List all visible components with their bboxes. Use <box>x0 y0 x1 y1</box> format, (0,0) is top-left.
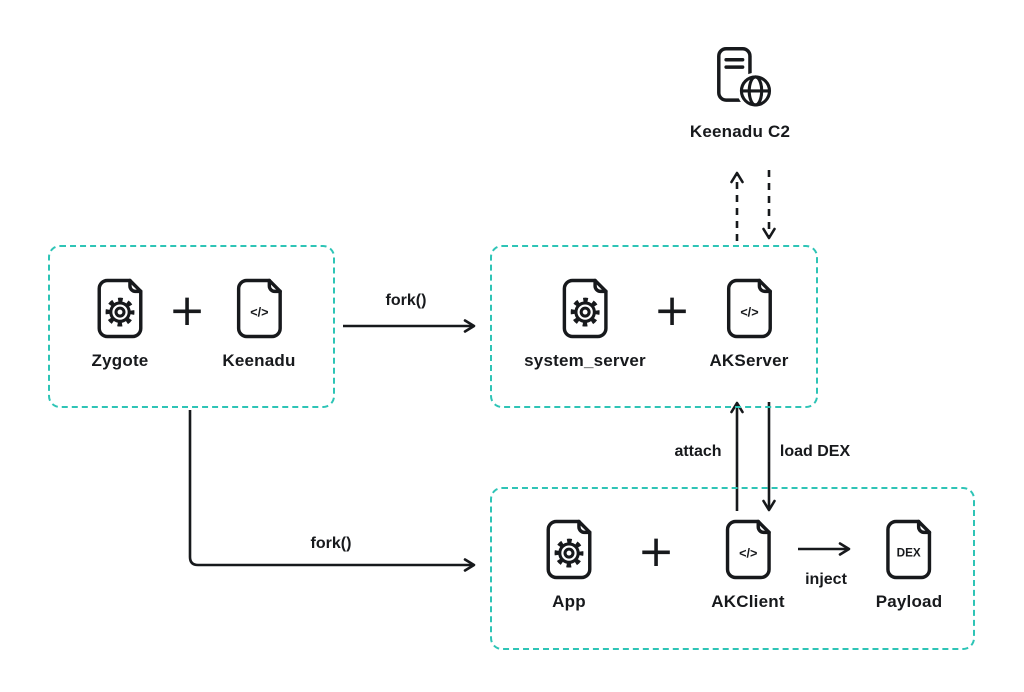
zygote-label: Zygote <box>91 351 149 370</box>
code-file-icon: </> <box>725 519 771 580</box>
server-globe-icon <box>717 47 774 110</box>
svg-text:</>: </> <box>739 547 757 561</box>
keenadu-node: </> Keenadu <box>222 276 295 371</box>
svg-text:</>: </> <box>250 306 268 320</box>
edge-label-fork-bottom: fork() <box>307 535 355 553</box>
akclient-label: AKClient <box>711 592 785 611</box>
dex-file-icon: DEX <box>886 519 932 580</box>
c2-label: Keenadu C2 <box>689 122 791 141</box>
system-server-node: system_server <box>524 276 646 371</box>
gear-file-icon <box>97 278 143 339</box>
group-box-app <box>490 487 975 650</box>
code-file-icon: </> <box>726 278 772 339</box>
edge-label-attach: attach <box>671 443 725 461</box>
akclient-node: </> AKClient <box>711 517 784 612</box>
keenadu-label: Keenadu <box>222 351 296 370</box>
plus-icon: + <box>168 285 206 336</box>
payload-label: Payload <box>875 592 943 611</box>
edge-label-load-dex: load DEX <box>776 443 854 461</box>
edge-label-fork-top: fork() <box>382 292 430 310</box>
akserver-node: </> AKServer <box>709 276 788 371</box>
zygote-node: Zygote <box>91 276 149 371</box>
app-label: App <box>552 592 586 611</box>
gear-file-icon <box>562 278 608 339</box>
group-box-system-server <box>490 245 818 408</box>
edge-label-inject: inject <box>802 571 850 589</box>
svg-text:</>: </> <box>740 306 758 320</box>
plus-icon: + <box>637 526 675 577</box>
system-server-label: system_server <box>524 351 646 370</box>
akserver-label: AKServer <box>709 351 789 370</box>
group-box-zygote <box>48 245 335 408</box>
payload-node: DEX Payload <box>876 517 943 612</box>
plus-icon: + <box>653 285 691 336</box>
c2-node: Keenadu C2 <box>690 46 790 142</box>
gear-file-icon <box>546 519 592 580</box>
app-node: App <box>540 517 598 612</box>
svg-text:DEX: DEX <box>897 547 921 560</box>
code-file-icon: </> <box>236 278 282 339</box>
